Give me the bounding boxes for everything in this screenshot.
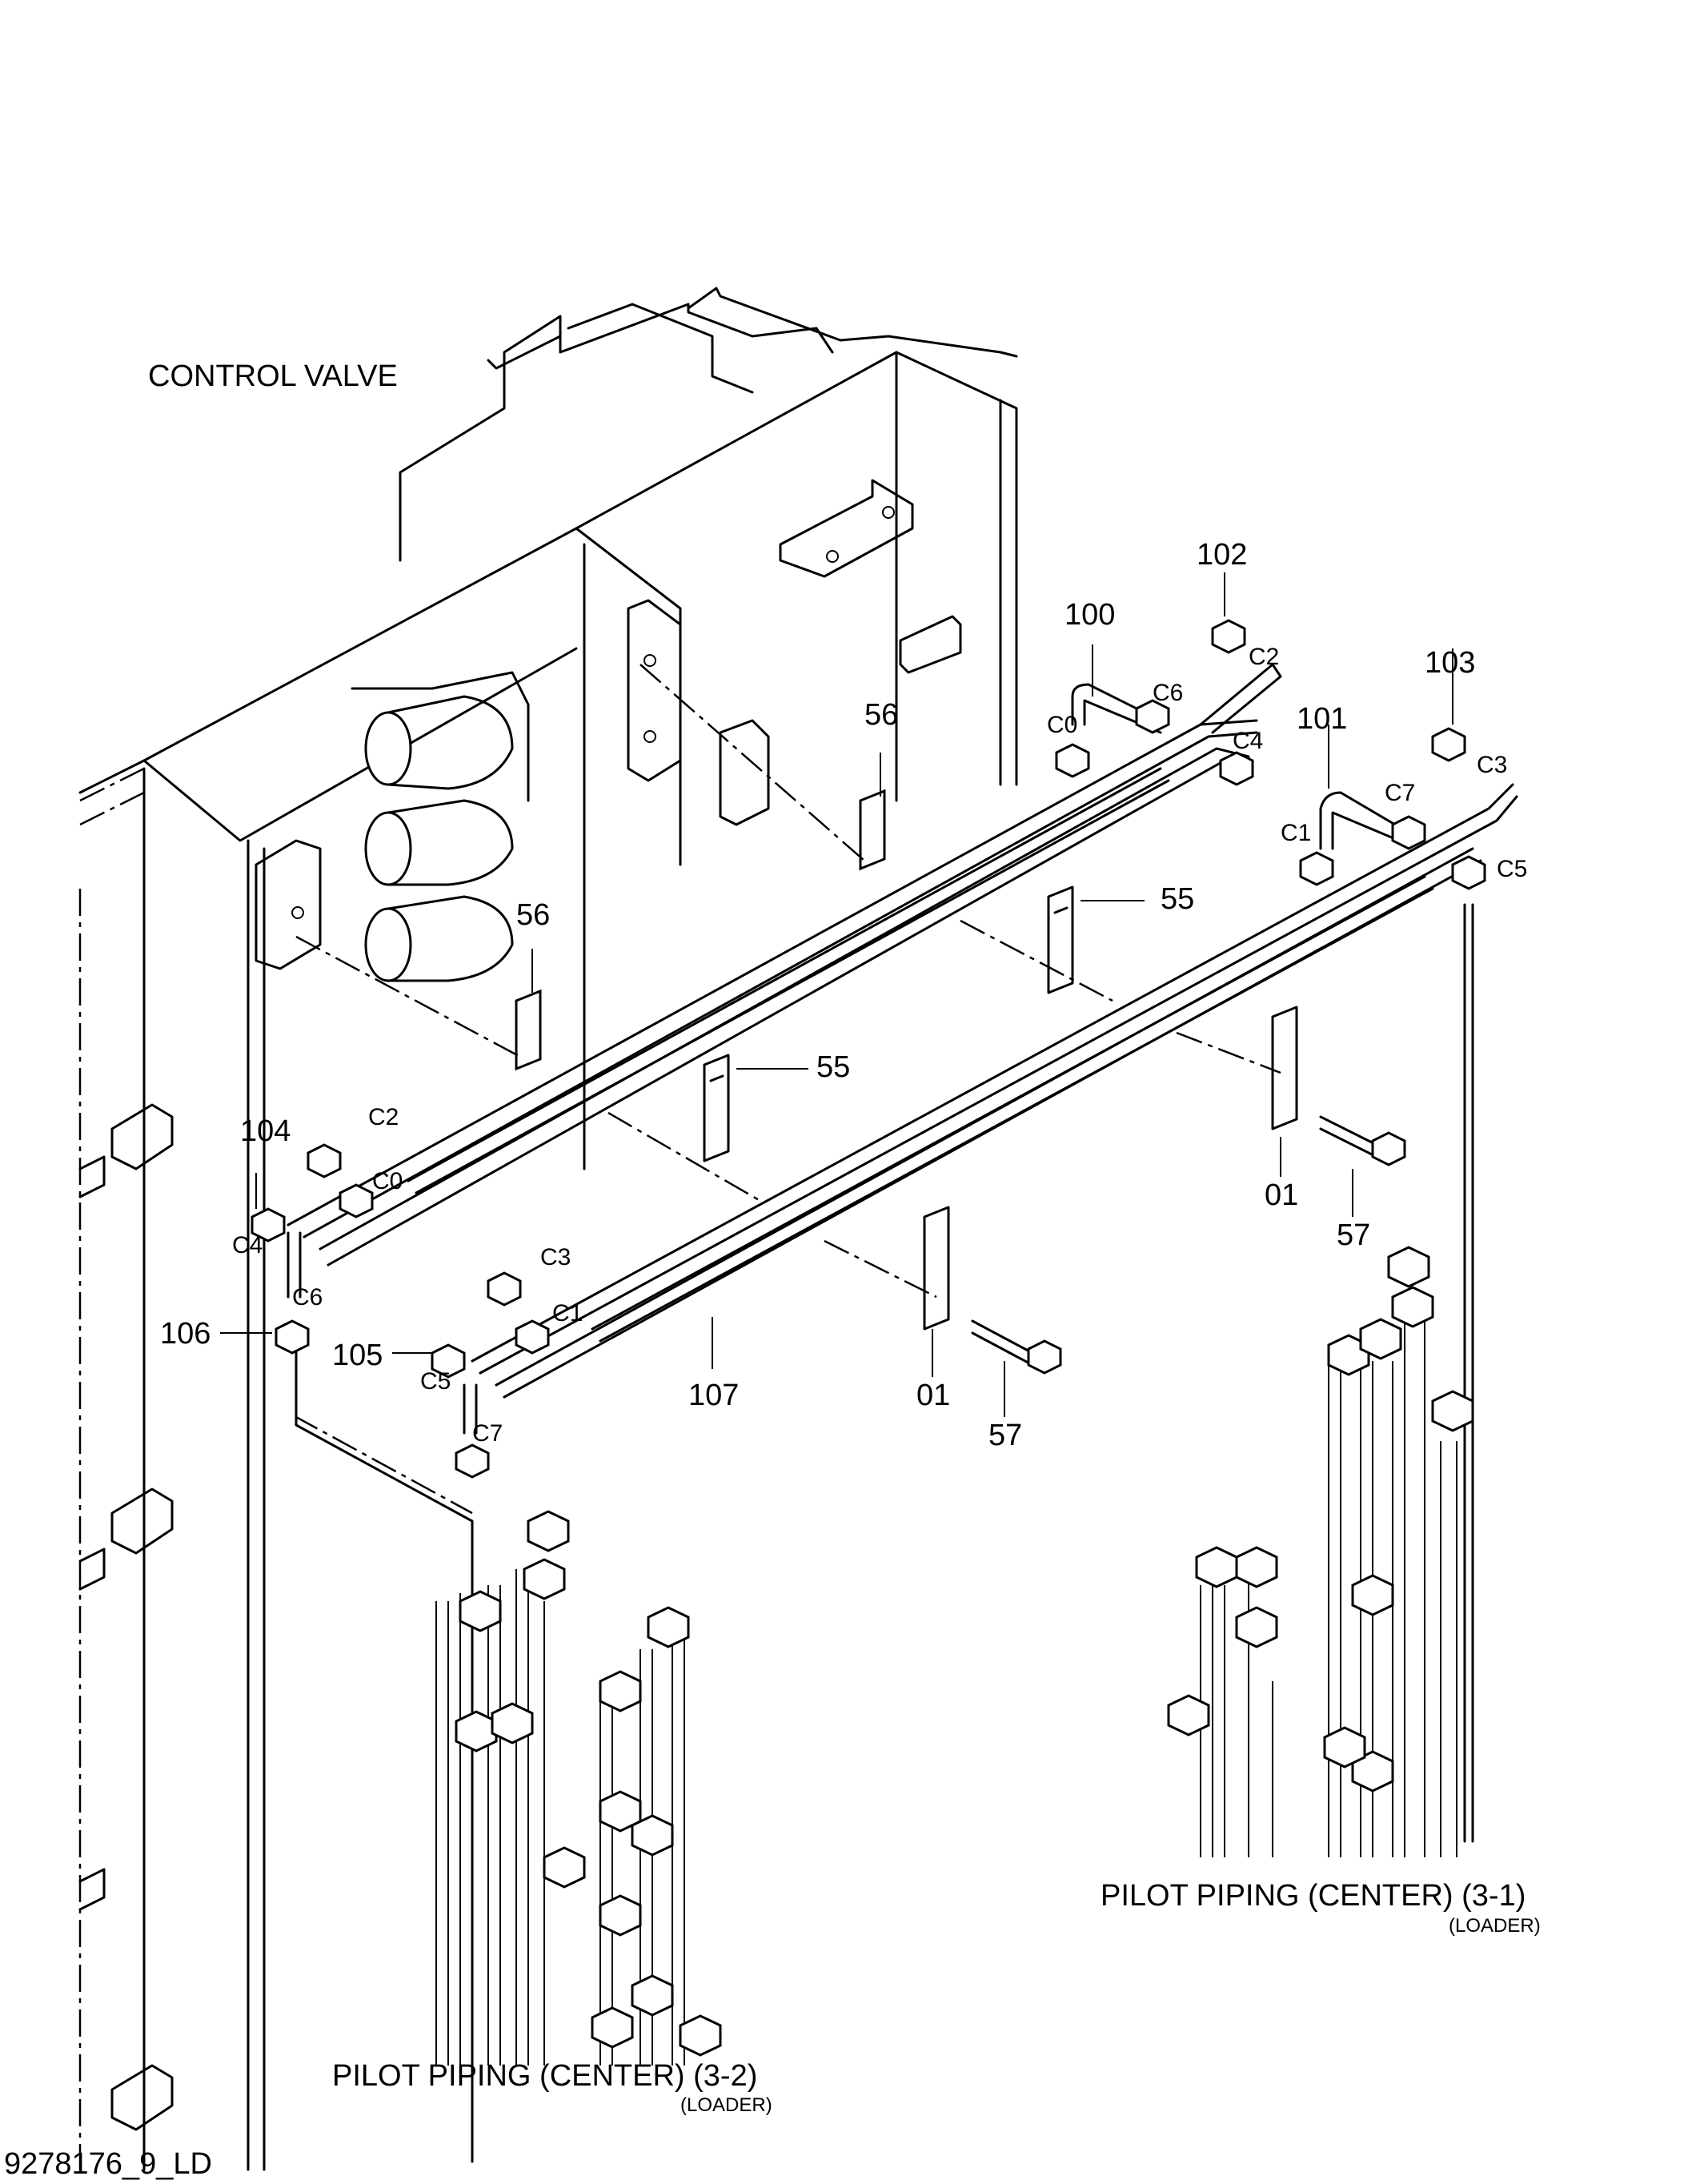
labels: CONTROL VALVE 100 102 101 103 56 56 55 5…: [4, 359, 1541, 2181]
callout-107: 107: [688, 1379, 739, 1412]
reference-3-1-title: PILOT PIPING (CENTER) (3-1): [1101, 1879, 1526, 1913]
port-c5-lower: C5: [420, 1368, 451, 1395]
callout-106: 106: [160, 1317, 210, 1351]
solenoid-1: [364, 695, 514, 790]
callout-102: 102: [1197, 538, 1247, 572]
port-c3-lower: C3: [540, 1244, 571, 1271]
callout-105: 105: [332, 1339, 383, 1372]
port-c7-upper: C7: [1385, 780, 1415, 806]
solenoid-3: [364, 895, 514, 982]
callout-56-upper: 56: [864, 698, 898, 732]
pipe-bundle-lower: [471, 783, 1518, 1399]
port-c0-upper: C0: [1047, 712, 1077, 738]
fittings: [251, 619, 1486, 1479]
port-c7-lower: C7: [472, 1420, 503, 1447]
callout-57-upper: 57: [1337, 1218, 1370, 1252]
callout-103: 103: [1425, 646, 1475, 680]
callout-101: 101: [1297, 702, 1347, 736]
clamps-and-parts: [515, 789, 1406, 1375]
reference-3-2-sub: (LOADER): [680, 2094, 772, 2116]
port-c6-lower: C6: [292, 1284, 323, 1311]
port-c4-lower: C4: [232, 1232, 263, 1259]
port-c1-upper: C1: [1281, 820, 1311, 846]
port-c3-upper: C3: [1477, 752, 1507, 778]
solenoid-2: [364, 799, 514, 886]
pipe-assembly-3-2: [435, 1510, 722, 2066]
drop-pipes: [287, 903, 1474, 2163]
port-c5-upper: C5: [1497, 856, 1527, 882]
diagram-title: CONTROL VALVE: [148, 359, 398, 393]
callout-01-lower: 01: [916, 1379, 950, 1412]
pipe-bundle-upper: [287, 663, 1282, 1267]
callout-55-lower: 55: [816, 1050, 850, 1084]
mid-bracket: [627, 599, 770, 826]
callout-57-lower: 57: [988, 1419, 1022, 1452]
control-valve-body: [78, 287, 1018, 2171]
callout-leaders: [220, 572, 1453, 1417]
callout-01-upper: 01: [1265, 1178, 1298, 1212]
port-c0-lower: C0: [372, 1168, 403, 1194]
footer-code: 9278176_9_LD: [4, 2147, 212, 2181]
side-brackets: [78, 1103, 174, 2131]
upper-bracket: [779, 479, 962, 674]
port-c6-upper: C6: [1153, 680, 1183, 706]
port-c2-upper: C2: [1249, 644, 1279, 670]
reference-3-1-sub: (LOADER): [1449, 1915, 1541, 1937]
port-c4-upper: C4: [1233, 728, 1263, 754]
pipe-assembly-3-1: [1167, 1246, 1474, 1857]
callout-104: 104: [240, 1114, 291, 1148]
callout-56-lower: 56: [516, 898, 550, 932]
port-c1-lower: C1: [552, 1300, 583, 1327]
callout-55-upper: 55: [1161, 882, 1194, 916]
leader-lines: [295, 664, 1281, 1515]
port-c2-lower: C2: [368, 1104, 399, 1130]
callout-100: 100: [1064, 598, 1115, 632]
reference-3-2-title: PILOT PIPING (CENTER) (3-2): [332, 2059, 757, 2093]
solenoid-block: [255, 671, 530, 982]
